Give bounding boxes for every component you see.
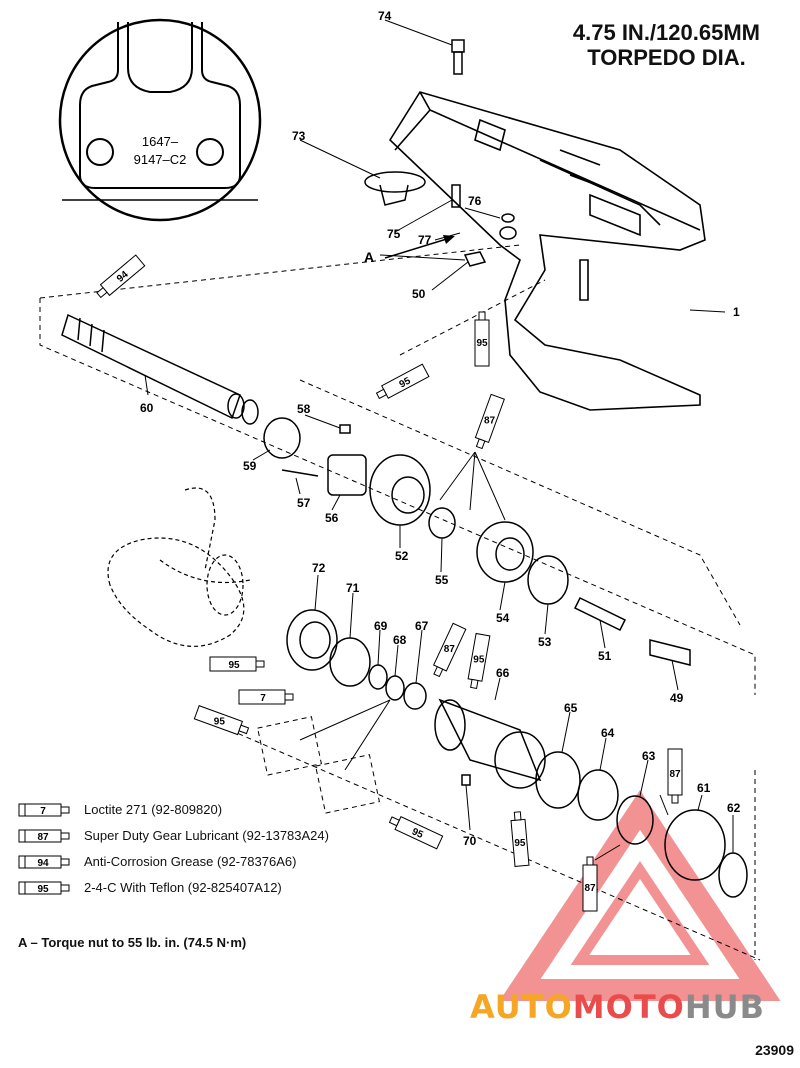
watermark-part-2: MOTO bbox=[572, 988, 685, 1026]
callout-62: 62 bbox=[727, 801, 741, 815]
callout-73: 73 bbox=[292, 129, 306, 143]
callout-54: 54 bbox=[496, 611, 510, 625]
legend-text: Loctite 271 (92-809820) bbox=[84, 802, 223, 817]
svg-text:87: 87 bbox=[484, 415, 496, 426]
callout-numbers: 74 73 76 75 77 A 50 1 60 58 59 57 56 52 … bbox=[140, 9, 741, 848]
callout-63: 63 bbox=[642, 749, 656, 763]
part-shapes bbox=[263, 39, 748, 898]
callout-60: 60 bbox=[140, 401, 154, 415]
inset-label-line2: 9147–C2 bbox=[134, 152, 187, 167]
legend-text: Super Duty Gear Lubricant (92-13783A24) bbox=[84, 828, 329, 843]
callout-1: 1 bbox=[733, 305, 740, 319]
callout-49: 49 bbox=[670, 691, 684, 705]
legend-item-94: 94 Anti-Corrosion Grease (92-78376A6) bbox=[18, 852, 438, 875]
legend-item-95: 95 2-4-C With Teflon (92-825407A12) bbox=[18, 878, 438, 901]
svg-text:94: 94 bbox=[37, 858, 49, 869]
title-line-1: 4.75 IN./120.65MM bbox=[572, 20, 760, 45]
svg-text:95: 95 bbox=[228, 660, 240, 671]
svg-text:7: 7 bbox=[260, 693, 266, 704]
callout-56: 56 bbox=[325, 511, 339, 525]
diagram-title: 4.75 IN./120.65MM TORPEDO DIA. bbox=[573, 20, 760, 70]
prop-shaft bbox=[61, 313, 259, 425]
svg-text:95: 95 bbox=[473, 654, 485, 665]
callout-53: 53 bbox=[538, 635, 552, 649]
tube-95-66: 95 bbox=[467, 632, 491, 689]
callout-68: 68 bbox=[393, 633, 407, 647]
callout-51: 51 bbox=[598, 649, 612, 663]
tube-87-bottom: 87 bbox=[582, 856, 598, 912]
callout-77: 77 bbox=[418, 233, 432, 247]
callout-75: 75 bbox=[387, 227, 401, 241]
tube-7: 7 bbox=[238, 689, 294, 705]
callout-72: 72 bbox=[312, 561, 326, 575]
inset-label-line1: 1647– bbox=[142, 134, 179, 149]
legend-item-7: 7 Loctite 271 (92-809820) bbox=[18, 800, 438, 823]
gear-housing bbox=[388, 91, 706, 411]
callout-50: 50 bbox=[412, 287, 426, 301]
tube-95-left: 95 bbox=[193, 705, 250, 736]
tube-87-gears: 87 bbox=[474, 393, 505, 450]
callout-66: 66 bbox=[496, 666, 510, 680]
callout-64: 64 bbox=[601, 726, 615, 740]
tube-87-67: 87 bbox=[432, 622, 467, 678]
watermark-logo-shape bbox=[499, 790, 781, 1001]
tube-87-61: 87 bbox=[667, 748, 683, 804]
tube-95-70: 95 bbox=[510, 811, 530, 867]
tube-95-72: 95 bbox=[209, 656, 265, 672]
legend-text: Anti-Corrosion Grease (92-78376A6) bbox=[84, 854, 297, 869]
callout-71: 71 bbox=[346, 581, 360, 595]
propeller-outline bbox=[107, 487, 251, 647]
svg-text:95: 95 bbox=[214, 716, 226, 727]
callout-52: 52 bbox=[395, 549, 409, 563]
callout-55: 55 bbox=[435, 573, 449, 587]
callout-67: 67 bbox=[415, 619, 429, 633]
watermark-text: AUTOMOTOHUB bbox=[470, 988, 765, 1026]
tube-icon: 87 bbox=[18, 829, 70, 843]
leader-lines bbox=[144, 19, 734, 861]
tube-icon: 95 bbox=[18, 881, 70, 895]
callout-74: 74 bbox=[378, 9, 392, 23]
callout-57: 57 bbox=[297, 496, 311, 510]
callout-69: 69 bbox=[374, 619, 388, 633]
title-line-2: TORPEDO DIA. bbox=[587, 45, 746, 70]
svg-text:87: 87 bbox=[37, 832, 49, 843]
lubricant-legend: 7 Loctite 271 (92-809820) 87 Super Duty … bbox=[18, 800, 438, 904]
callout-70: 70 bbox=[463, 834, 477, 848]
callout-61: 61 bbox=[697, 781, 711, 795]
torque-note: A – Torque nut to 55 lb. in. (74.5 N·m) bbox=[18, 935, 247, 950]
svg-text:87: 87 bbox=[669, 769, 681, 780]
assembly-guide-lines bbox=[39, 244, 761, 961]
watermark-part-3: HUB bbox=[684, 988, 766, 1026]
callout-76: 76 bbox=[468, 194, 482, 208]
svg-text:7: 7 bbox=[40, 806, 46, 817]
tube-icon: 7 bbox=[18, 803, 70, 817]
arrow-a bbox=[384, 235, 455, 259]
tube-94-top: 94 bbox=[96, 254, 146, 299]
callout-58: 58 bbox=[297, 402, 311, 416]
tube-95-50: 95 bbox=[474, 311, 490, 367]
svg-text:95: 95 bbox=[514, 838, 526, 849]
callout-59: 59 bbox=[243, 459, 257, 473]
watermark-part-1: AUTO bbox=[470, 988, 573, 1026]
tube-icon: 94 bbox=[18, 855, 70, 869]
svg-text:87: 87 bbox=[584, 883, 596, 894]
lubricant-tubes: 94 95 95 87 95 7 95 bbox=[96, 254, 683, 912]
legend-item-87: 87 Super Duty Gear Lubricant (92-13783A2… bbox=[18, 826, 438, 849]
drawing-number: 23909 bbox=[755, 1042, 794, 1058]
svg-text:95: 95 bbox=[398, 375, 413, 390]
inset-detail-circle: 1647– 9147–C2 bbox=[58, 18, 262, 222]
svg-text:95: 95 bbox=[476, 338, 488, 349]
callout-a: A bbox=[364, 249, 374, 265]
tube-95-58: 95 bbox=[375, 363, 430, 400]
legend-text: 2-4-C With Teflon (92-825407A12) bbox=[84, 880, 282, 895]
tube-95-lower: 95 bbox=[388, 815, 444, 850]
svg-text:95: 95 bbox=[410, 826, 425, 841]
svg-text:87: 87 bbox=[444, 644, 456, 655]
callout-65: 65 bbox=[564, 701, 578, 715]
svg-text:95: 95 bbox=[37, 884, 49, 895]
